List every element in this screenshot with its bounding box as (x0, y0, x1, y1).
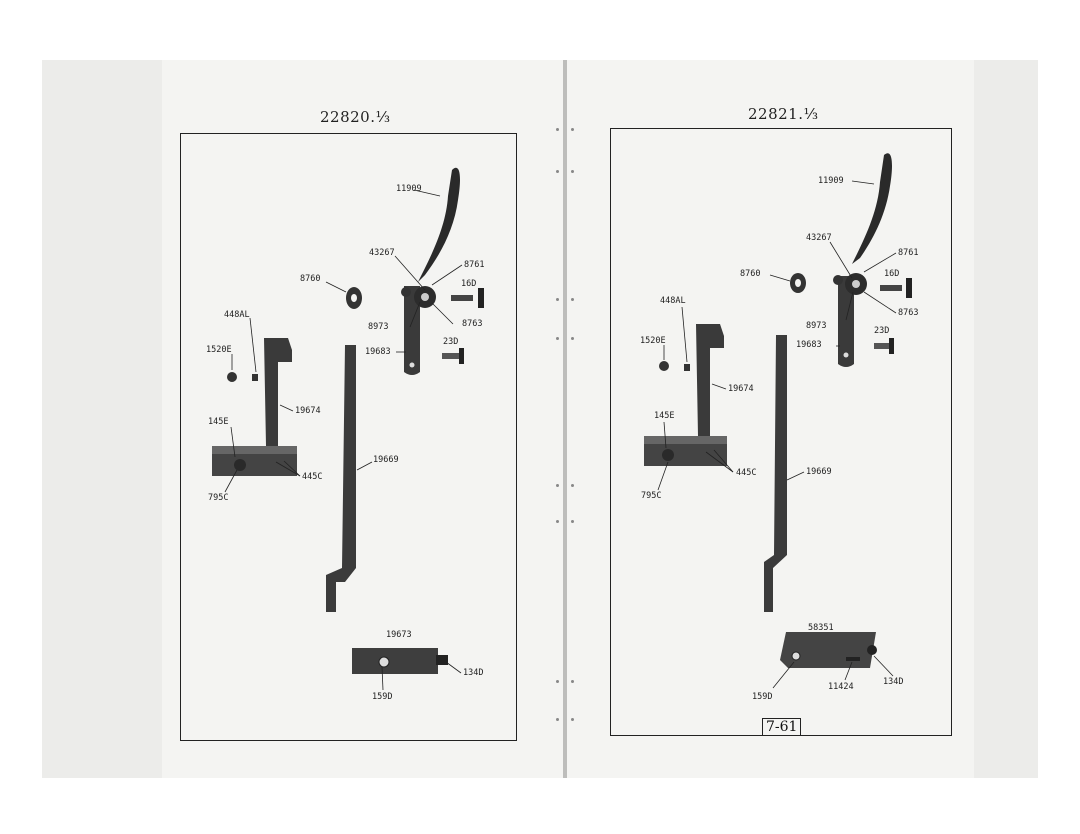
part-label: 11909 (818, 176, 844, 186)
part-label: 23D (874, 326, 890, 336)
part-label: 11909 (396, 184, 422, 194)
binding-hole (571, 718, 574, 721)
part-label: 19674 (295, 406, 321, 416)
part-label: 11424 (828, 682, 854, 692)
part-label: 145E (654, 411, 675, 421)
part-label: 8761 (464, 260, 485, 270)
part-label: 134D (463, 668, 484, 678)
part-label: 19669 (373, 455, 399, 465)
screw-16D (451, 295, 473, 301)
part-label: 159D (372, 692, 393, 702)
part-label: 1520E (206, 345, 232, 355)
binding-hole (571, 520, 574, 523)
part-label: 145E (208, 417, 229, 427)
part-label: 8973 (368, 322, 389, 332)
part-label: 23D (443, 337, 459, 347)
part-label: 448AL (224, 310, 250, 320)
binding-hole (571, 484, 574, 487)
binding-hole (571, 298, 574, 301)
binding-hole (556, 484, 559, 487)
link-19683 (838, 276, 854, 367)
rod-19669 (326, 345, 356, 612)
part-label: 16D (461, 279, 477, 289)
part-label: 795C (641, 491, 662, 501)
right-page (566, 60, 974, 778)
part-label: 8763 (462, 319, 483, 329)
bracket-19674 (264, 338, 292, 446)
part-label: 19669 (806, 467, 832, 477)
part-label: 1520E (640, 336, 666, 346)
part-label: 8763 (898, 308, 919, 318)
part-label: 8973 (806, 321, 827, 331)
part-label: 8760 (740, 269, 761, 279)
part-label: 43267 (369, 248, 395, 258)
nut-1520E (227, 372, 237, 382)
binding-hole (556, 680, 559, 683)
pin-448AL (252, 374, 258, 381)
left-plate-frame (180, 133, 517, 741)
screw-16D (880, 285, 902, 291)
part-label: 445C (736, 468, 757, 478)
part-label: 8760 (300, 274, 321, 284)
part-label: 16D (884, 269, 900, 279)
part-label: 19674 (728, 384, 754, 394)
screw-23D (874, 343, 890, 349)
binding-hole (571, 170, 574, 173)
lever-11909 (418, 167, 460, 282)
binding-hole (556, 298, 559, 301)
binding-hole (556, 718, 559, 721)
part-label: 159D (752, 692, 773, 702)
part-label: 43267 (806, 233, 832, 243)
block-19673 (352, 648, 438, 674)
book-spine (563, 60, 567, 778)
binding-hole (571, 680, 574, 683)
pin-448AL (684, 364, 690, 371)
bracket-19674 (696, 324, 724, 436)
right-plate-title: 22821.⅓ (748, 105, 819, 123)
left-plate-title: 22820.⅓ (320, 108, 391, 126)
part-label: 445C (302, 472, 323, 482)
part-label: 448AL (660, 296, 686, 306)
lever-11909 (852, 153, 892, 264)
part-label: 8761 (898, 248, 919, 258)
link-19683 (404, 286, 420, 375)
rod-19669 (764, 335, 787, 612)
part-label: 19683 (796, 340, 822, 350)
binding-hole (571, 337, 574, 340)
binding-hole (556, 170, 559, 173)
part-label: 795C (208, 493, 229, 503)
binding-hole (556, 520, 559, 523)
bracket-58351 (780, 632, 876, 668)
part-label: 19673 (386, 630, 412, 640)
scanned-spread (42, 60, 1038, 778)
screw-23D (442, 353, 460, 359)
binding-hole (571, 128, 574, 131)
page-number: 7-61 (762, 718, 802, 736)
part-label: 134D (883, 677, 904, 687)
part-label: 58351 (808, 623, 834, 633)
binding-hole (556, 128, 559, 131)
part-label: 19683 (365, 347, 391, 357)
binding-hole (556, 337, 559, 340)
nut-1520E (659, 361, 669, 371)
